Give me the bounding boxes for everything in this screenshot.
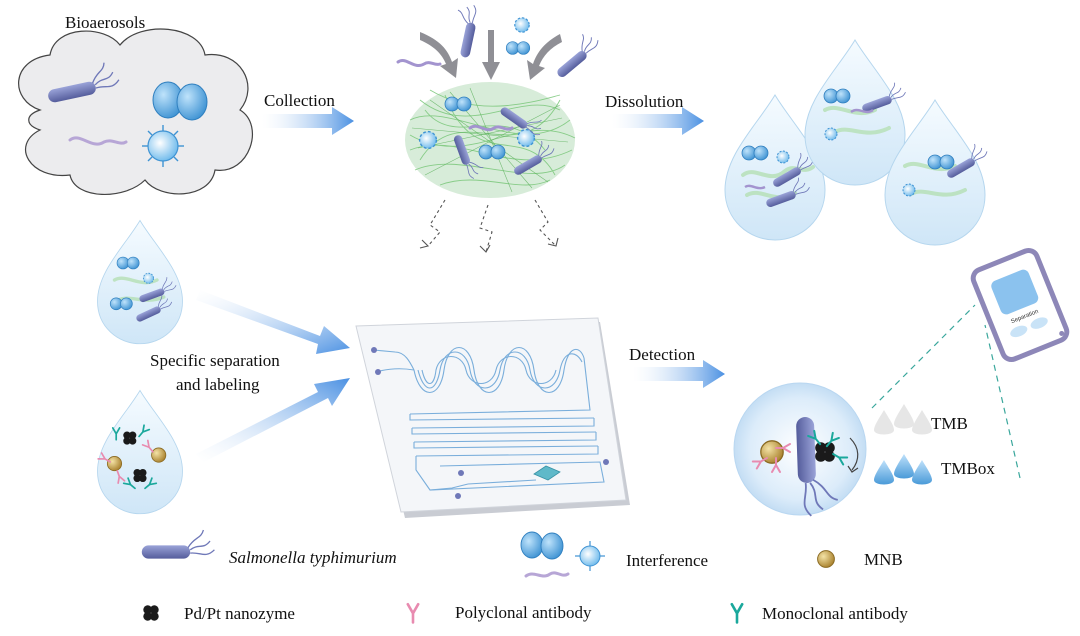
collection-arrow [262,107,354,135]
separation-label-line2: and labeling [176,375,260,394]
virus-in-cloud [142,125,184,167]
dissolved-droplet [804,39,908,186]
legend-salmonella-icon [141,529,216,560]
legend-polyclonal-text: Polyclonal antibody [455,603,592,622]
tmb-drops [874,404,932,435]
collection-label: Collection [264,91,335,110]
legend-monoclonal-text: Monoclonal antibody [762,604,908,623]
legend-interference-icon [520,531,605,578]
dissolved-droplet [884,99,991,246]
sample-droplet [97,220,183,345]
legend-mnb-text: MNB [864,550,903,569]
reagent-to-chip-arrow [196,378,350,462]
sample-to-chip-arrow [196,290,350,354]
bioaerosol-cloud [18,28,253,196]
detection-arrow [633,360,725,388]
legend-monoclonal-icon [730,602,744,624]
worm-in-cloud [68,136,128,146]
reagent-droplet [97,390,183,515]
legend-mnb-icon [817,550,835,568]
legend: Salmonella typhimurium Interference MNB … [141,529,908,624]
legend-nanozyme-text: Pd/Pt nanozyme [184,604,295,623]
separation-label-line1: Specific separation [150,351,280,370]
cocci-in-cloud [152,81,208,121]
tmb-label: TMB [931,414,968,433]
tmbox-drops [874,454,932,485]
detection-label: Detection [629,345,696,364]
tmbox-label: TMBox [941,459,995,478]
detection-complex [733,382,867,518]
dissolution-arrow [612,107,704,135]
smartphone: Separation [970,247,1070,363]
legend-interference-text: Interference [626,551,708,570]
bioaerosols-label: Bioaerosols [65,13,145,32]
phone-view-lines [871,304,1021,479]
dissolution-label: Dissolution [605,92,684,111]
legend-polyclonal-icon [406,602,420,624]
legend-nanozyme-icon [143,605,159,621]
legend-salmonella-text: Salmonella typhimurium [229,548,397,567]
microfluidic-chip [355,317,630,518]
dissolved-droplet [724,94,826,241]
filter-collector [396,1,603,253]
